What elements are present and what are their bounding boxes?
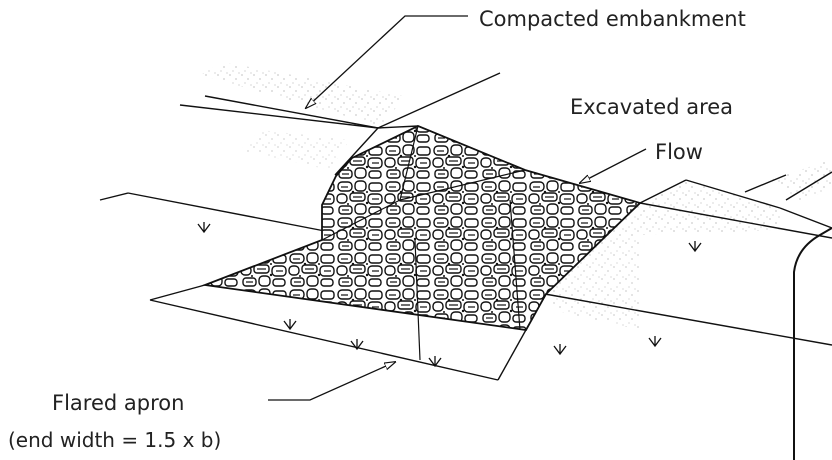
grass-tick-icon [428, 356, 442, 368]
leader-lines [268, 15, 647, 401]
flared-apron [99, 192, 547, 381]
grass-tick-icon [350, 339, 364, 351]
riprap-channel [201, 125, 642, 361]
grass-tick-icon [553, 344, 567, 356]
label-compacted-embankment: Compacted embankment [479, 7, 746, 31]
grass-symbols [197, 222, 702, 368]
grass-tick-icon [197, 222, 211, 234]
section-outline [793, 227, 832, 460]
grass-tick-icon [283, 319, 297, 331]
label-excavated-area: Excavated area [570, 95, 733, 119]
label-flared-apron: Flared apron [52, 391, 184, 415]
grass-tick-icon [648, 336, 662, 348]
right-embankment [544, 160, 832, 460]
grass-tick-icon [688, 241, 702, 253]
leader-flared-apron [268, 362, 395, 401]
leader-compacted-embankment [306, 15, 468, 108]
label-flow: Flow [655, 140, 703, 164]
leader-flow [580, 148, 647, 183]
label-end-width: (end width = 1.5 x b) [8, 428, 221, 452]
